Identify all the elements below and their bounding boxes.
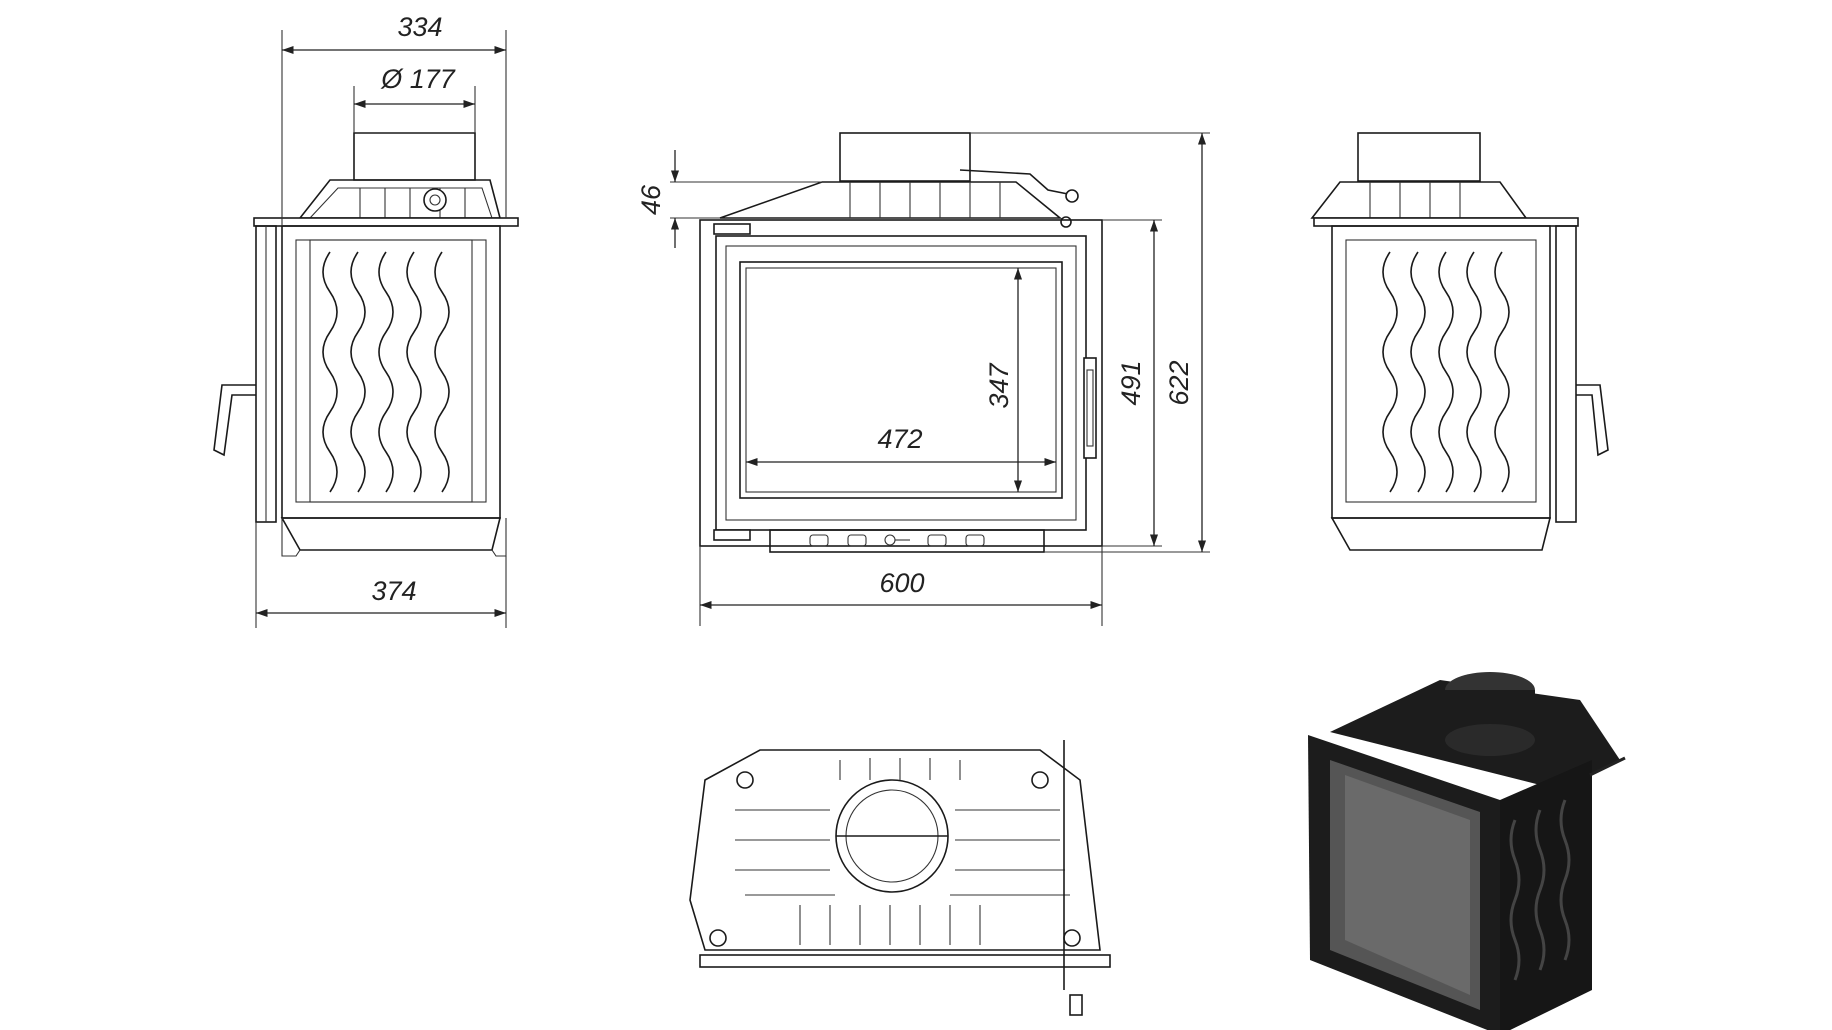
dim-side-bottom-width: 374	[371, 576, 416, 606]
dim-glass-height: 347	[984, 362, 1014, 408]
side-view-right	[1310, 132, 1609, 551]
dim-total-height: 622	[1164, 360, 1194, 405]
dim-top-offset: 46	[636, 184, 666, 215]
dim-front-height: 491	[1116, 360, 1146, 405]
dim-glass-width: 472	[877, 424, 922, 454]
side-view-left: 334 Ø 177 374	[213, 12, 519, 628]
dim-front-width: 600	[879, 568, 924, 598]
render-3d-view	[1308, 672, 1626, 1030]
dim-side-top-width: 334	[397, 12, 442, 42]
front-view: 347 472 46 491 622 600	[636, 132, 1210, 626]
dim-flue-diameter: Ø 177	[380, 64, 456, 94]
top-view	[689, 740, 1111, 1016]
